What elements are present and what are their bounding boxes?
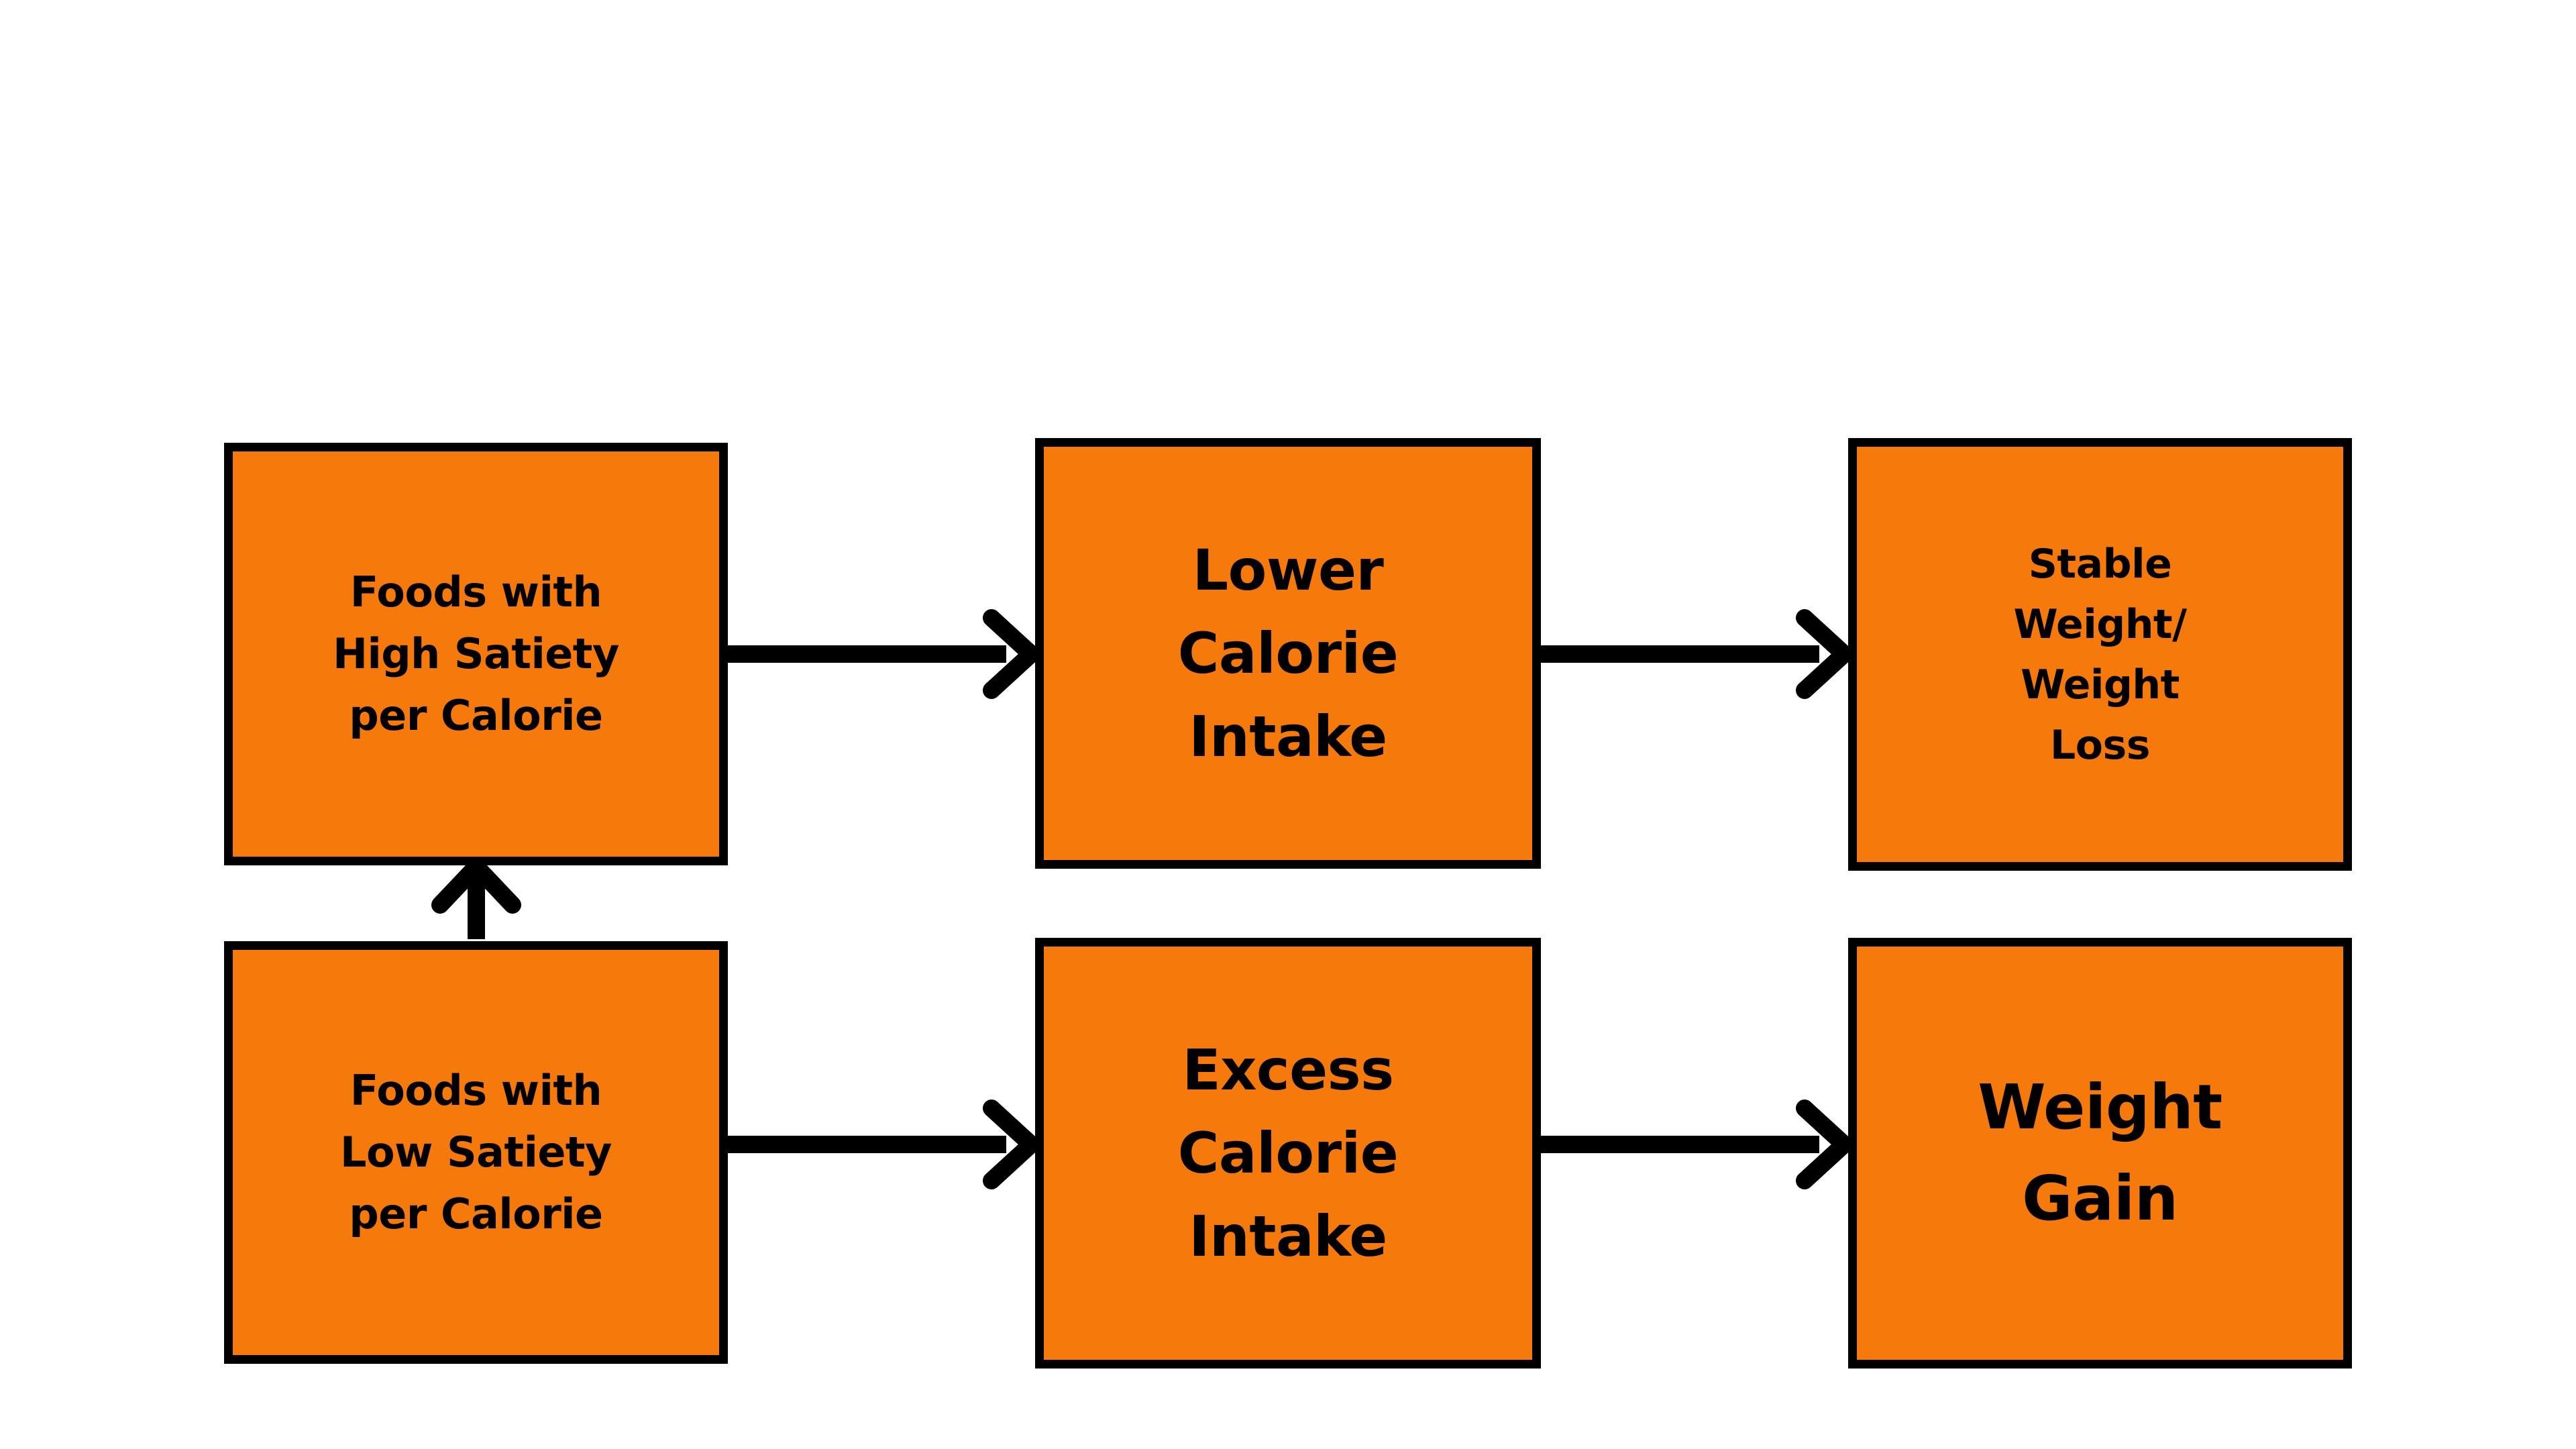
node-label-line: Foods with <box>350 568 602 617</box>
node-label-line: Foods with <box>350 1066 602 1116</box>
node-label-line: per Calorie <box>349 690 603 740</box>
node-high-satiety-foods[interactable]: Foods with High Satiety per Calorie <box>224 443 728 865</box>
node-label-line: Intake <box>1189 1203 1387 1270</box>
node-label-line: Intake <box>1189 704 1387 770</box>
node-label-line: Stable <box>2028 540 2172 588</box>
arrow-excess-intake-to-weight-gain <box>1541 1099 1853 1189</box>
node-label-line: Weight <box>2021 661 2180 708</box>
node-weight-gain[interactable]: Weight Gain <box>1848 938 2352 1368</box>
node-label-line: Gain <box>2022 1163 2178 1234</box>
node-label-line: High Satiety <box>333 629 619 679</box>
node-label-line: Calorie <box>1177 1120 1399 1186</box>
arrow-lower-intake-to-stable-weight <box>1541 609 1853 699</box>
node-label-line: Loss <box>2050 721 2150 769</box>
node-label-line: Excess <box>1182 1036 1394 1103</box>
arrow-low-satiety-to-excess-intake <box>728 1099 1040 1189</box>
node-label-line: Weight <box>1978 1071 2222 1143</box>
node-lower-calorie-intake[interactable]: Lower Calorie Intake <box>1035 438 1541 869</box>
node-label-line: per Calorie <box>349 1189 603 1238</box>
node-stable-weight-loss[interactable]: Stable Weight/ Weight Loss <box>1848 438 2352 871</box>
arrow-high-satiety-to-lower-intake <box>728 609 1040 699</box>
node-label-line: Low Satiety <box>340 1128 612 1177</box>
node-label-line: Weight/ <box>2013 600 2187 648</box>
arrow-low-satiety-to-high-satiety <box>431 858 521 939</box>
node-label-line: Calorie <box>1177 620 1399 686</box>
node-label-line: Lower <box>1192 537 1384 603</box>
node-excess-calorie-intake[interactable]: Excess Calorie Intake <box>1035 938 1541 1368</box>
node-low-satiety-foods[interactable]: Foods with Low Satiety per Calorie <box>224 941 728 1364</box>
